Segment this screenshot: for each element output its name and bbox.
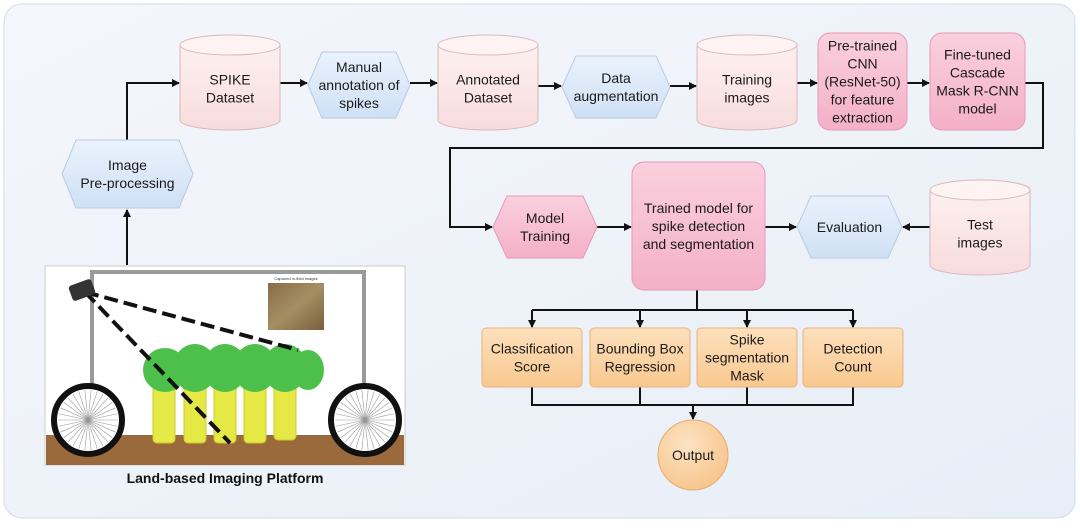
classification-score-label: Score [514, 359, 551, 375]
evaluation-node: Evaluation [796, 195, 903, 259]
manual-annotation-node: Manual annotation of spikes [307, 51, 411, 119]
finetuned-model-label: Fine-tuned [944, 47, 1011, 63]
output-node: Output [657, 419, 729, 491]
annotated-dataset-label: Annotated [456, 72, 520, 88]
output-label: Output [672, 447, 714, 463]
data-augmentation-label: augmentation [574, 88, 659, 104]
detection-count-label: Detection [823, 341, 882, 357]
spike-dataset-label: SPIKE [209, 72, 250, 88]
segmentation-mask-label: segmentation [705, 350, 789, 366]
trained-model-label: spike detection [652, 218, 745, 234]
pretrained-cnn-label: (ResNet-50) [824, 74, 900, 90]
data-augmentation-label: Data [601, 70, 631, 86]
detection-count-label: Count [834, 359, 871, 375]
inset-title: Captured in-field images [274, 276, 317, 281]
annotated-dataset-label: Dataset [464, 90, 512, 106]
manual-annotation-label: spikes [339, 95, 379, 111]
arrow-preprocessing-to-spike-dataset [126, 79, 180, 140]
camera-field-of-view [83, 290, 299, 445]
bounding-box-label: Bounding Box [596, 341, 683, 357]
land-based-imaging-platform-illustration: Captured in-field images Land-based Imag… [44, 265, 406, 486]
spike-dataset-node: SPIKE Dataset [179, 34, 281, 131]
crop-plants [143, 344, 324, 444]
segmentation-mask-label: Spike [729, 332, 764, 348]
pretrained-cnn-label: for feature [831, 92, 895, 108]
connectors [123, 79, 1044, 420]
training-images-node: Training images [696, 34, 798, 131]
arrow-trained-to-outputs [532, 290, 853, 311]
inset-field-photo [268, 283, 324, 330]
pretrained-cnn-label: extraction [832, 110, 893, 126]
training-images-label: Training [722, 72, 772, 88]
test-images-label: Test [967, 217, 993, 233]
image-preprocessing-label: Image [108, 157, 147, 173]
test-images-label: images [957, 235, 1002, 251]
manual-annotation-label: annotation of [319, 77, 400, 93]
finetuned-model-label: Cascade [950, 65, 1005, 81]
pretrained-cnn-label: Pre-trained [828, 38, 897, 54]
pretrained-cnn-label: CNN [847, 56, 877, 72]
segmentation-mask-label: Mask [730, 368, 764, 384]
classification-score-label: Classification [491, 341, 573, 357]
evaluation-label: Evaluation [817, 219, 882, 235]
camera-icon [68, 279, 96, 301]
manual-annotation-label: Manual [336, 59, 382, 75]
model-training-label: Training [520, 228, 570, 244]
finetuned-model-label: model [958, 101, 996, 117]
data-augmentation-node: Data augmentation [561, 55, 671, 119]
frame [90, 270, 366, 445]
model-training-label: Model [526, 210, 564, 226]
bounding-box-label: Regression [605, 359, 676, 375]
image-preprocessing-label: Pre-processing [80, 175, 174, 191]
arrow-finetuned-to-model-training [449, 82, 1044, 231]
trained-model-label: and segmentation [643, 236, 754, 252]
trained-model-label: Trained model for [644, 200, 754, 216]
trained-model-node: Trained model for spike detection and segm… [631, 161, 766, 291]
training-images-label: images [724, 90, 769, 106]
finetuned-model-label: Mask R-CNN [936, 83, 1018, 99]
platform-caption: Land-based Imaging Platform [127, 470, 324, 486]
spike-dataset-label: Dataset [206, 90, 254, 106]
test-images-node: Test images [929, 179, 1031, 276]
